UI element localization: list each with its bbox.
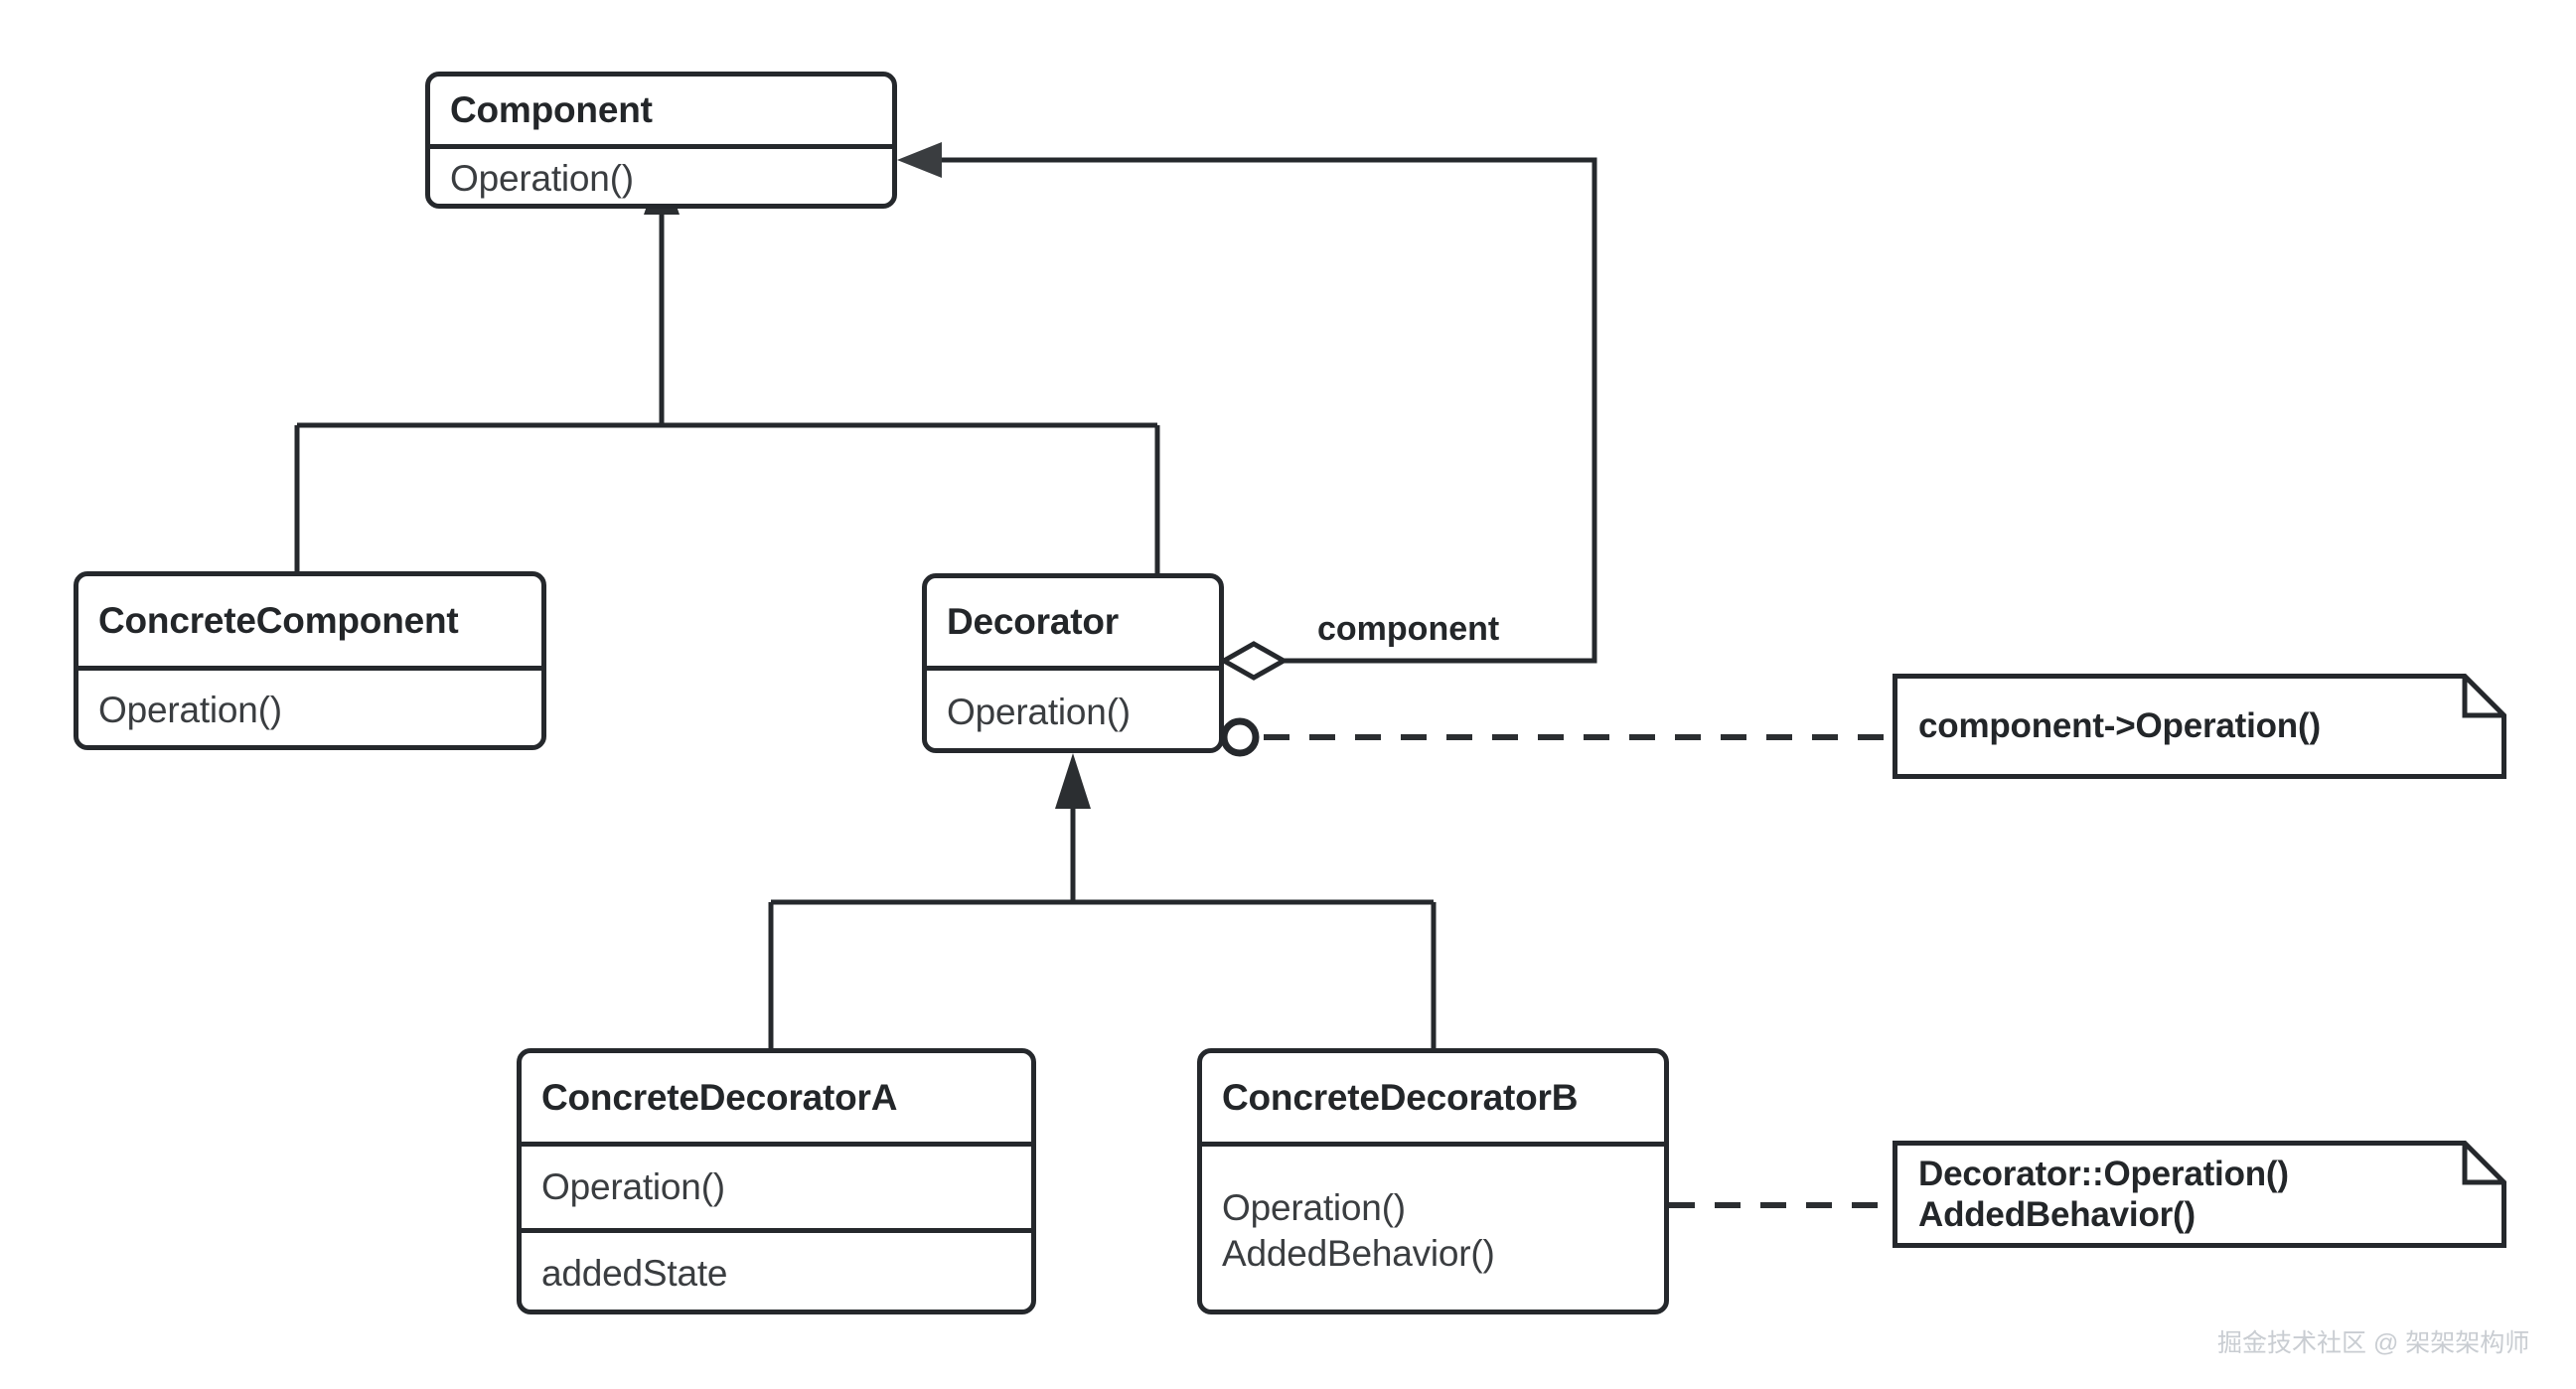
class-name-decorator: Decorator xyxy=(947,601,1119,642)
class-operations-concrete-decorator-b: Operation() AddedBehavior() xyxy=(1222,1187,1495,1274)
class-attributes-compartment: addedState xyxy=(522,1228,1031,1310)
class-name-concrete-decorator-a: ConcreteDecoratorA xyxy=(541,1076,898,1118)
class-name-concrete-component: ConcreteComponent xyxy=(98,600,459,641)
class-title-compartment: Component xyxy=(430,77,892,144)
class-box-decorator[interactable]: Decorator Operation() xyxy=(922,573,1224,753)
class-operations-concrete-decorator-a: Operation() xyxy=(541,1166,725,1208)
class-operations-compartment: Operation() xyxy=(430,144,892,204)
class-title-compartment: ConcreteDecoratorA xyxy=(522,1053,1031,1142)
class-name-concrete-decorator-b: ConcreteDecoratorB xyxy=(1222,1076,1579,1118)
class-operations-compartment: Operation() xyxy=(522,1142,1031,1228)
note-shape xyxy=(1893,1141,2506,1248)
note-text: Decorator::Operation() AddedBehavior() xyxy=(1918,1154,2289,1234)
watermark: 掘金技术社区 @ 架架架构师 xyxy=(2217,1329,2530,1357)
class-box-component[interactable]: Component Operation() xyxy=(425,72,897,209)
note-link-decorator xyxy=(1220,717,1893,757)
generalization-to-decorator xyxy=(768,753,1437,1048)
class-operations-concrete-component: Operation() xyxy=(98,690,282,731)
aggregation-decorator-component xyxy=(897,142,1597,681)
class-operations-component: Operation() xyxy=(450,158,634,200)
note-decorator-operation[interactable]: component->Operation() xyxy=(1893,674,2506,779)
class-operations-compartment: Operation() xyxy=(927,666,1219,748)
class-operations-compartment: Operation() AddedBehavior() xyxy=(1202,1142,1664,1310)
class-operations-compartment: Operation() xyxy=(78,666,541,745)
class-name-component: Component xyxy=(450,89,653,130)
generalization-to-component xyxy=(294,163,1160,573)
edge-label-component: component xyxy=(1317,610,1500,648)
class-title-compartment: ConcreteComponent xyxy=(78,576,541,666)
class-box-concrete-component[interactable]: ConcreteComponent Operation() xyxy=(74,571,546,750)
class-box-concrete-decorator-b[interactable]: ConcreteDecoratorB Operation() AddedBeha… xyxy=(1197,1048,1669,1314)
class-title-compartment: ConcreteDecoratorB xyxy=(1202,1053,1664,1142)
class-operations-decorator: Operation() xyxy=(947,691,1131,732)
class-attributes-concrete-decorator-a: addedState xyxy=(541,1253,728,1295)
class-title-compartment: Decorator xyxy=(927,578,1219,666)
note-concrete-decorator-b[interactable]: Decorator::Operation() AddedBehavior() xyxy=(1893,1141,2506,1248)
note-text: component->Operation() xyxy=(1918,706,2321,746)
note-shape xyxy=(1893,674,2506,779)
class-box-concrete-decorator-a[interactable]: ConcreteDecoratorA Operation() addedStat… xyxy=(517,1048,1036,1314)
